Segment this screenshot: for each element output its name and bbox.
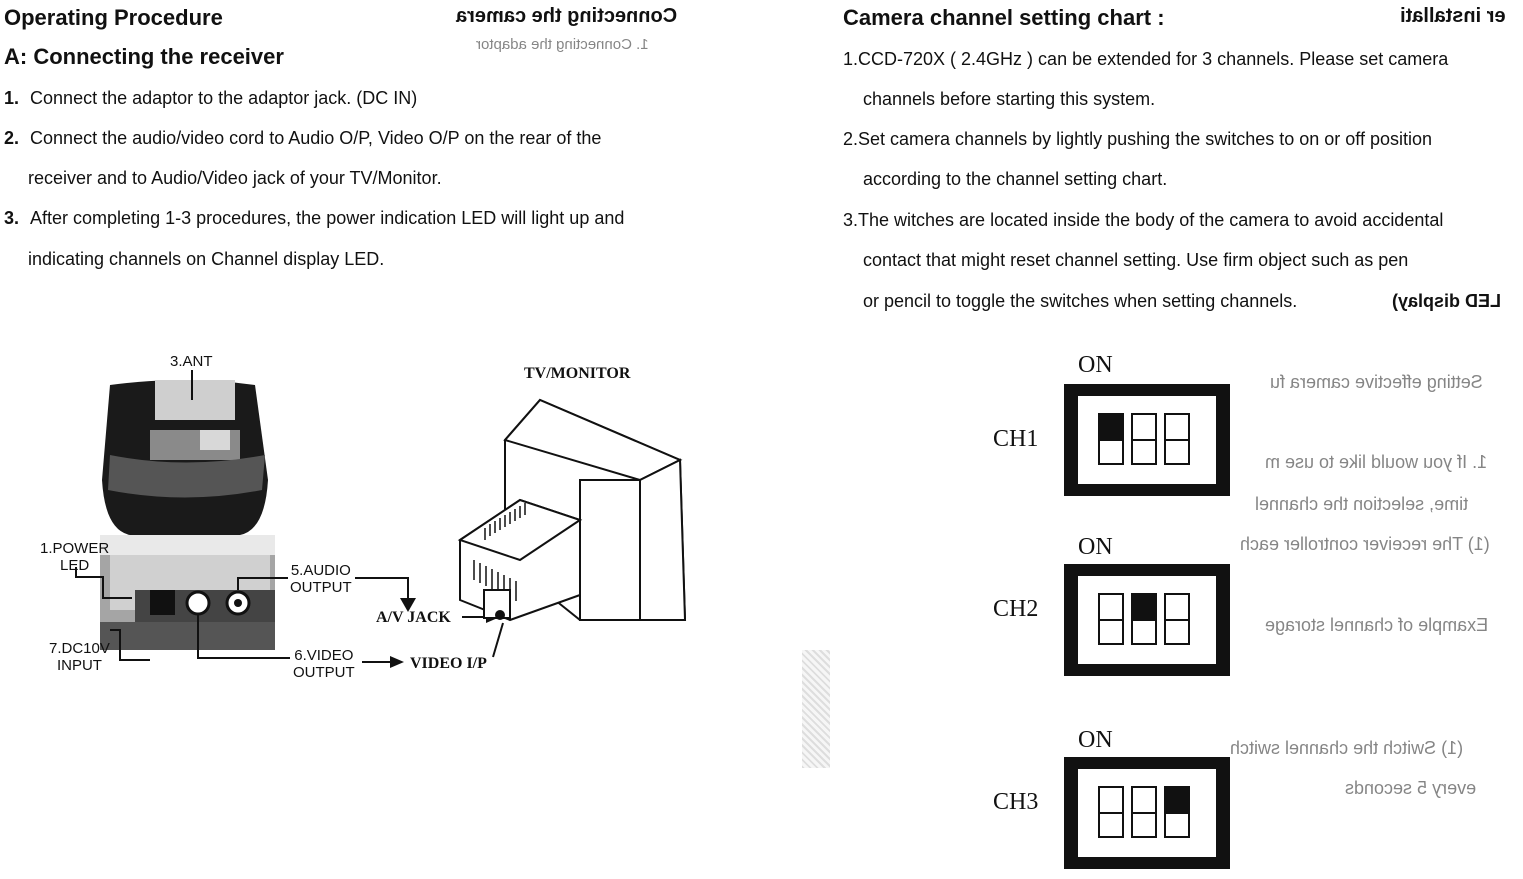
paragraph-3-line-1: 3.The witches are located inside the bod… xyxy=(843,210,1444,230)
paragraph-3-line-3: or pencil to toggle the switches when se… xyxy=(863,291,1298,311)
receiver-illustration xyxy=(100,380,275,650)
dip-switch-1 xyxy=(1098,593,1124,645)
bleedthrough-led: LED display) xyxy=(1392,291,1502,311)
step-text: Connect the audio/video cord to Audio O/… xyxy=(30,128,602,148)
audio-output-label: 5.AUDIO OUTPUT xyxy=(290,562,352,596)
dip-switch-1 xyxy=(1098,786,1124,838)
dc-input-label: 7.DC10V INPUT xyxy=(49,640,110,674)
bleedthrough-subheading: 1. Connecting the adaptor xyxy=(476,36,649,53)
bleedthrough-note: Setting effective camera fu xyxy=(1270,372,1483,392)
ch3-label: CH3 xyxy=(993,789,1039,815)
on-label: ON xyxy=(1078,352,1113,378)
on-label: ON xyxy=(1078,534,1113,560)
bleedthrough-heading: Connecting the camera xyxy=(456,5,678,27)
step-number: 3. xyxy=(4,208,20,228)
step-2-cont: receiver and to Audio/Video jack of your… xyxy=(28,168,442,188)
paragraph-1-line-2: channels before starting this system. xyxy=(863,89,1156,109)
step-number: 2. xyxy=(4,128,20,148)
dip-switch-2 xyxy=(1131,786,1157,838)
step-text: After completing 1-3 procedures, the pow… xyxy=(30,208,625,228)
dip-switch-3 xyxy=(1164,413,1190,465)
step-2: 2. Connect the audio/video cord to Audio… xyxy=(4,128,601,148)
paragraph-3-line-2: contact that might reset channel setting… xyxy=(863,250,1409,270)
tv-monitor-label: TV/MONITOR xyxy=(524,365,631,382)
scan-artifact xyxy=(802,650,830,768)
ch1-label: CH1 xyxy=(993,426,1039,452)
step-3: 3. After completing 1-3 procedures, the … xyxy=(4,208,624,228)
dip-switch-3 xyxy=(1164,593,1190,645)
step-3-cont: indicating channels on Channel display L… xyxy=(28,249,385,269)
dip-switch-3 xyxy=(1164,786,1190,838)
ch2-switch-chart xyxy=(1064,564,1230,676)
dip-switch-2 xyxy=(1131,593,1157,645)
paragraph-1-line-1: 1.CCD-720X ( 2.4GHz ) can be extended fo… xyxy=(843,49,1449,69)
step-number: 1. xyxy=(4,88,20,108)
video-output-label: 6.VIDEO OUTPUT xyxy=(293,647,355,681)
step-1: 1. Connect the adaptor to the adaptor ja… xyxy=(4,88,417,108)
paragraph-2-line-1: 2.Set camera channels by lightly pushing… xyxy=(843,129,1433,149)
ch3-switch-chart xyxy=(1064,757,1230,869)
video-ip-label: VIDEO I/P xyxy=(410,655,487,672)
ch2-label: CH2 xyxy=(993,596,1039,622)
ant-label: 3.ANT xyxy=(170,353,213,370)
bleedthrough-note: (1) The receiver controller each xyxy=(1240,534,1490,554)
power-led-label: 1.POWER LED xyxy=(40,540,110,574)
step-text: Connect the adaptor to the adaptor jack.… xyxy=(30,88,418,108)
ch1-switch-chart xyxy=(1064,384,1230,496)
dip-switch-1 xyxy=(1098,413,1124,465)
bleedthrough-note: every 5 seconds xyxy=(1345,778,1477,798)
av-jack-label: A/V JACK xyxy=(376,609,451,626)
bleedthrough-note: 1. If you would like to use m xyxy=(1265,452,1488,472)
paragraph-2-line-2: according to the channel setting chart. xyxy=(863,169,1168,189)
bleedthrough-note: (1) Switch the channel switch xyxy=(1230,738,1464,758)
bleedthrough-note: Example of channel storage xyxy=(1265,615,1489,635)
subsection-title: A: Connecting the receiver xyxy=(4,44,284,69)
chart-title: Camera channel setting chart : xyxy=(843,5,1165,30)
dip-switch-2 xyxy=(1131,413,1157,465)
section-title: Operating Procedure xyxy=(4,5,223,30)
tv-monitor-illustration xyxy=(457,398,687,622)
bleedthrough-title: er installati xyxy=(1400,5,1506,27)
bleedthrough-note: time, selection the channel xyxy=(1255,494,1469,514)
on-label: ON xyxy=(1078,727,1113,753)
